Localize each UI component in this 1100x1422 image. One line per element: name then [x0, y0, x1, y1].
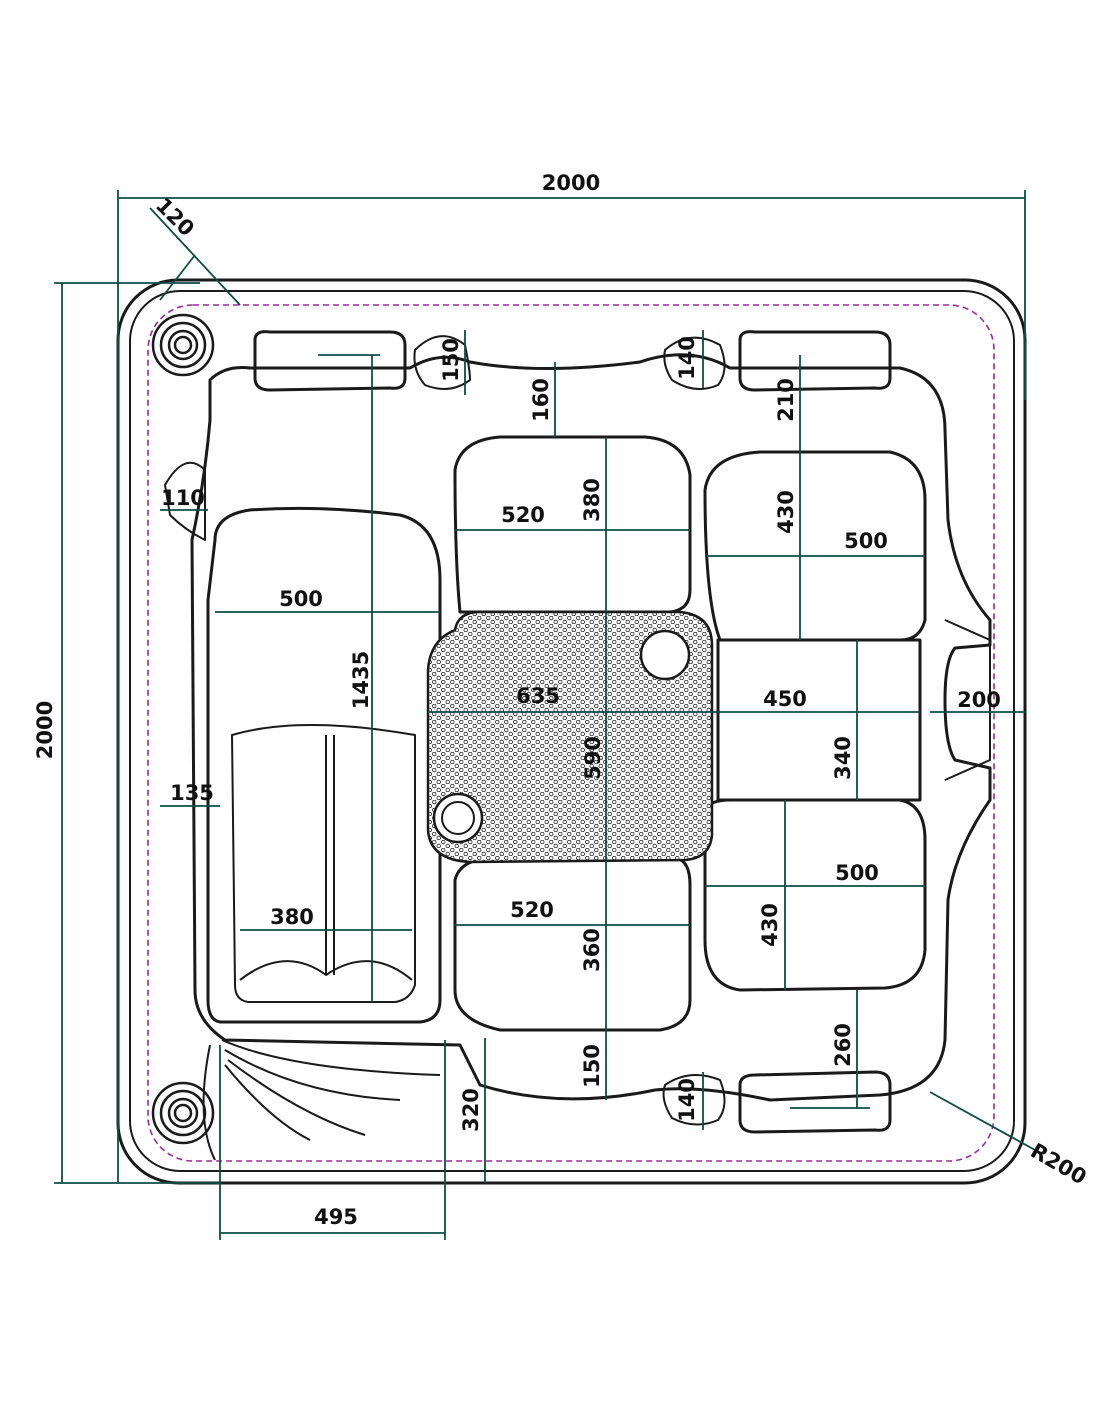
- dim-right-middle-width: 450: [763, 687, 807, 711]
- seat-center-top: [453, 435, 692, 614]
- lobe-top-center-left: [413, 335, 471, 390]
- filter-grille: [426, 610, 714, 864]
- seat-right-bottom: [703, 798, 927, 992]
- lounger-foot-divider: [325, 735, 335, 975]
- pillow-bottom-right: [738, 1070, 892, 1134]
- dim-bottom-right-pillow-gap: 140: [675, 1078, 699, 1122]
- dim-center-bottom-seat-depth: 360: [580, 928, 604, 972]
- dim-grille-width: 635: [516, 684, 560, 708]
- dim-overall-height: 2000: [33, 701, 57, 759]
- jet-bottom-left-icon: [151, 1081, 215, 1145]
- dim-top-right-to-seat: 210: [774, 378, 798, 422]
- dim-step-width: 495: [314, 1205, 358, 1229]
- lobe-left-armrest: [164, 461, 206, 541]
- entry-steps: [202, 1039, 441, 1161]
- dim-grille-height: 590: [581, 736, 605, 780]
- tub-lip-edge: [129, 290, 1015, 1172]
- dim-lounger-length: 1435: [349, 651, 373, 709]
- dim-right-bottom-seat-width: 500: [835, 861, 879, 885]
- dim-bottom-center-gap: 150: [580, 1044, 604, 1088]
- dim-overall-width: 2000: [542, 171, 600, 195]
- dim-step-height: 320: [459, 1088, 483, 1132]
- dim-left-wall: 135: [170, 781, 214, 805]
- right-side-notch: [944, 619, 991, 781]
- pillow-top-left: [253, 330, 407, 392]
- dim-top-left-pillow-gap: 150: [439, 338, 463, 382]
- seat-right-top: [703, 450, 927, 642]
- dim-right-top-seat-depth: 430: [774, 490, 798, 534]
- dim-right-bottom-seat-depth: 430: [758, 903, 782, 947]
- lounger-outer: [206, 506, 442, 1024]
- dim-left-armrest: 110: [161, 486, 205, 510]
- dim-right-top-seat-width: 500: [844, 529, 888, 553]
- seat-right-middle: [716, 638, 922, 802]
- dim-right-middle-depth: 340: [831, 736, 855, 780]
- dim-corner-offset: 120: [151, 193, 199, 241]
- dim-center-bottom-seat-width: 520: [510, 898, 554, 922]
- lounger-foot-curve: [239, 960, 413, 981]
- inner-dashed-border: [147, 304, 995, 1162]
- dim-top-center-to-seat: 160: [529, 378, 553, 422]
- dim-lounger-width: 500: [279, 587, 323, 611]
- dim-corner-radius: R200: [1027, 1139, 1091, 1190]
- dim-center-top-seat-width: 520: [501, 503, 545, 527]
- dim-top-right-pillow-gap: 140: [675, 336, 699, 380]
- dim-center-top-seat-depth: 380: [580, 478, 604, 522]
- cupholder-top-right-icon: [639, 629, 691, 681]
- dim-right-step: 200: [957, 688, 1001, 712]
- dimension-lines: [54, 190, 1036, 1240]
- seat-center-bottom: [453, 856, 692, 1032]
- tub-inner-well: [190, 353, 992, 1102]
- lounger-inner: [231, 724, 416, 1003]
- dim-lounger-foot-width: 380: [270, 905, 314, 929]
- jet-top-left-icon: [151, 313, 215, 377]
- pillow-top-right: [738, 330, 892, 392]
- dim-bottom-right-to-seat: 260: [831, 1023, 855, 1067]
- tub-body: [116, 278, 1027, 1185]
